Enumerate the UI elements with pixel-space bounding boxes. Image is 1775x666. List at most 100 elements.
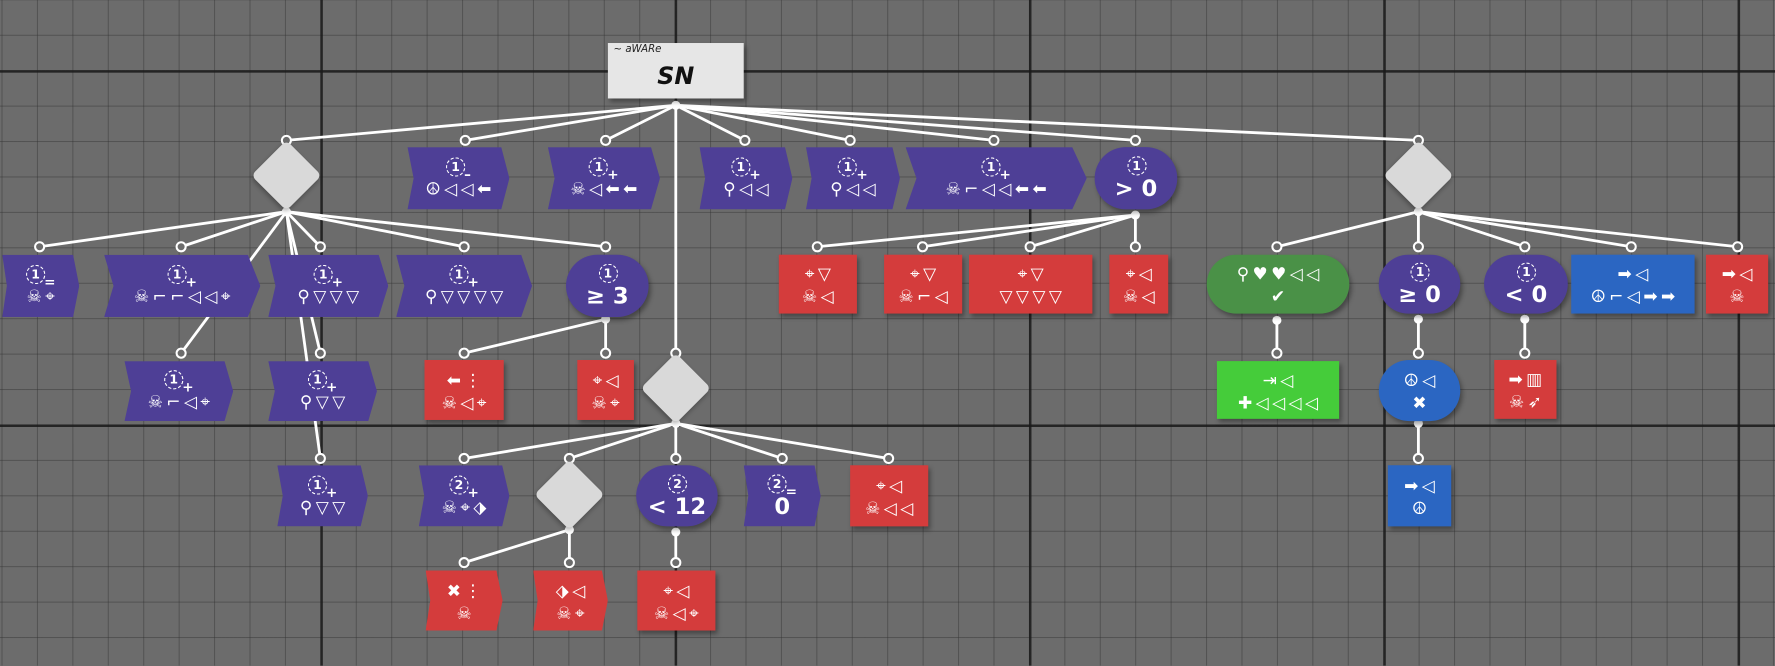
f1-chevron-node[interactable]: 2+☠⌖⬗ <box>418 465 510 527</box>
b2-chevron-node[interactable]: 1+☠⌐◁⌖ <box>124 361 234 422</box>
input-port[interactable] <box>670 452 682 465</box>
input-port[interactable] <box>1412 347 1424 359</box>
icon-row: ⬅⋮ <box>447 370 482 390</box>
input-port[interactable] <box>1519 347 1531 359</box>
input-port[interactable] <box>1024 241 1036 253</box>
d-chevron-node[interactable]: 1+⚲▽▽▽▽ <box>396 254 533 317</box>
n4-chevron-node[interactable]: 1+⚲◁◁ <box>805 147 900 210</box>
n3-chevron-node[interactable]: 1+⚲◁◁ <box>699 147 793 210</box>
n6-pill-node[interactable]: 1> 0 <box>1094 147 1178 210</box>
r1-rect-node[interactable]: ⌖▽☠◁ <box>778 254 857 314</box>
gg-rect-node[interactable]: ⇥◁✚◁◁◁◁ <box>1216 361 1340 419</box>
counter-badge: 1 <box>1516 262 1537 282</box>
f2-pill-node[interactable]: 2< 12 <box>636 465 718 527</box>
input-port[interactable] <box>459 134 471 146</box>
sound-icon: ◁ <box>998 178 1012 200</box>
input-port[interactable] <box>670 557 682 569</box>
c2-chevron-node[interactable]: 1+⚲▽▽ <box>268 361 377 422</box>
r5-rect-node[interactable]: ➡◁☠ <box>1705 254 1769 314</box>
bp-pill-node[interactable]: ☮◁✖ <box>1378 359 1461 422</box>
input-port[interactable] <box>739 134 751 146</box>
g1-pill-node[interactable]: ⚲♥♥◁◁✔ <box>1206 254 1350 314</box>
input-port[interactable] <box>1519 241 1531 253</box>
input-port[interactable] <box>844 134 856 146</box>
f4-rect-node[interactable]: ⌖◁☠◁◁ <box>850 465 929 527</box>
input-port[interactable] <box>776 452 788 465</box>
wire <box>463 317 606 355</box>
wire <box>286 103 676 142</box>
n2-chevron-node[interactable]: 1+☠◁⬅⬅ <box>547 147 660 210</box>
bl1-rect-node[interactable]: ➡◁☮⌐◁➡➡ <box>1571 254 1695 314</box>
input-port[interactable] <box>883 452 895 465</box>
input-port[interactable] <box>1412 241 1424 253</box>
output-port[interactable] <box>671 100 681 110</box>
output-port[interactable] <box>1130 210 1140 220</box>
icon-row: ➡◁ <box>1404 475 1435 495</box>
p1-pill-node[interactable]: 1≥ 0 <box>1378 254 1461 314</box>
a-chevron-node[interactable]: 1=☠⌖ <box>2 254 80 317</box>
r3-rect-node[interactable]: ⌖▽▽▽▽▽ <box>968 254 1093 314</box>
input-port[interactable] <box>314 452 326 465</box>
f3-chevron-node[interactable]: 2=0 <box>743 465 821 527</box>
input-port[interactable] <box>811 241 823 253</box>
skull-icon: ☠ <box>441 496 458 517</box>
r7-rect-node[interactable]: ⌖◁☠⌖ <box>577 359 634 420</box>
sound-icon: ◁ <box>460 178 474 200</box>
output-port[interactable] <box>1413 314 1423 324</box>
icon-row: ☠⌐◁⌖ <box>148 392 210 412</box>
p2-pill-node[interactable]: 1< 0 <box>1484 254 1568 314</box>
input-port[interactable] <box>458 241 470 253</box>
output-port[interactable] <box>1413 207 1423 217</box>
wire <box>604 104 677 142</box>
input-port[interactable] <box>600 241 612 253</box>
b-chevron-node[interactable]: 1+☠⌐⌐◁◁⌖ <box>104 254 261 317</box>
root-node-sn[interactable]: ~ aWARe SN <box>607 43 744 99</box>
c3-chevron-node[interactable]: 1+⚲▽▽ <box>277 465 368 527</box>
counter-number: 1 <box>307 370 328 390</box>
input-port[interactable] <box>1412 452 1424 465</box>
bl2-rect-node[interactable]: ➡◁☮ <box>1387 465 1452 527</box>
input-port[interactable] <box>314 241 326 253</box>
input-port[interactable] <box>175 347 187 359</box>
c-chevron-node[interactable]: 1+⚲▽▽▽ <box>268 254 389 317</box>
input-port[interactable] <box>988 134 1000 146</box>
r2-rect-node[interactable]: ⌖▽☠⌐◁ <box>884 254 963 314</box>
r8-rect-node[interactable]: ➡▥☠➶ <box>1494 359 1557 419</box>
input-port[interactable] <box>34 241 46 253</box>
icon-row: ⚲◁◁ <box>830 179 875 199</box>
e-pill-node[interactable]: 1≥ 3 <box>566 254 649 317</box>
input-port[interactable] <box>1129 241 1141 253</box>
input-port[interactable] <box>314 347 326 359</box>
wire <box>285 210 322 248</box>
input-port[interactable] <box>458 557 470 569</box>
input-port[interactable] <box>1129 134 1141 146</box>
n1-chevron-node[interactable]: 1–☮◁◁⬅ <box>407 147 510 210</box>
counter-number: 1 <box>26 264 46 285</box>
input-port[interactable] <box>917 241 929 253</box>
h3-rect-node[interactable]: ⌖◁☠◁⌖ <box>637 570 716 631</box>
output-port[interactable] <box>281 207 291 217</box>
input-port[interactable] <box>458 452 470 465</box>
input-port[interactable] <box>600 134 612 146</box>
output-port[interactable] <box>1272 315 1282 325</box>
root-subtitle: ~ aWARe <box>613 44 662 56</box>
r6-rect-node[interactable]: ⬅⋮☠◁⌖ <box>424 359 504 420</box>
counter-badge: 1+ <box>307 474 337 499</box>
h2-chevron-node[interactable]: ⬗◁☠⌖ <box>533 570 608 631</box>
counter-operator: + <box>331 273 344 290</box>
sound-icon: ◁ <box>934 286 948 307</box>
n5-chevron-node[interactable]: 1+☠⌐◁◁⬅⬅ <box>905 147 1087 210</box>
input-port[interactable] <box>458 347 470 359</box>
input-port[interactable] <box>1732 241 1744 253</box>
h1-chevron-node[interactable]: ✖⋮☠ <box>425 570 503 631</box>
input-port[interactable] <box>1271 241 1283 253</box>
input-port[interactable] <box>1625 241 1637 253</box>
input-port[interactable] <box>175 241 187 253</box>
input-port[interactable] <box>600 347 612 359</box>
output-port[interactable] <box>1520 314 1530 324</box>
r4-rect-node[interactable]: ⌖◁☠◁ <box>1109 254 1169 314</box>
output-port[interactable] <box>671 527 681 537</box>
input-port[interactable] <box>563 557 575 569</box>
input-port[interactable] <box>1271 347 1283 359</box>
